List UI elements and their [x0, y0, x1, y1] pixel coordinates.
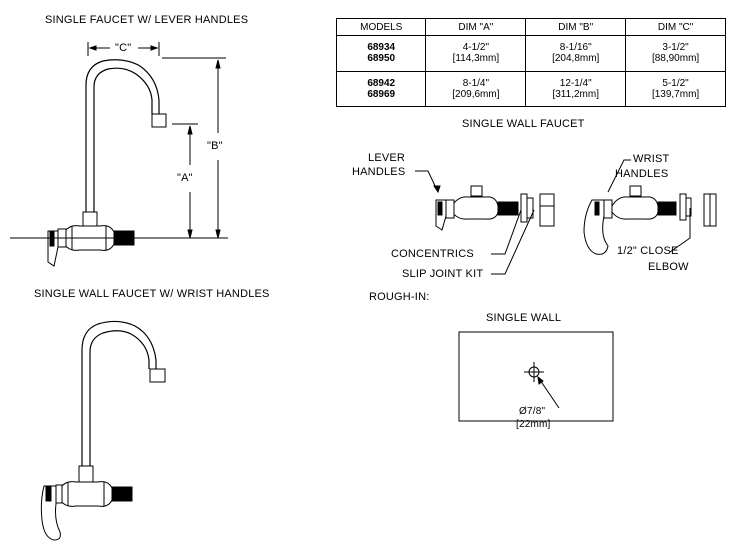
callout-concentrics: CONCENTRICS [391, 248, 474, 260]
header-models: MODELS [335, 18, 427, 36]
dim-inch: 5-1/2" [662, 77, 689, 89]
dim-inch: 8-1/4" [462, 77, 490, 89]
rough-in-drawing [458, 331, 614, 422]
wrist-faucet-drawing [40, 320, 166, 541]
title-lever-faucet: SINGLE FAUCET W/ LEVER HANDLES [45, 14, 249, 26]
dim-mm: [204,8mm] [552, 53, 600, 65]
dim-b-lines [162, 57, 226, 239]
cell-dim-a: 4-1/2"[114,3mm] [425, 35, 527, 72]
dim-inch: 12-1/4" [559, 77, 592, 89]
cell-dim-a: 8-1/4"[209,6mm] [425, 70, 527, 107]
header-dim-a: DIM "A" [425, 18, 527, 36]
header-dim-b: DIM "B" [525, 18, 627, 36]
dim-mm: [114,3mm] [452, 53, 500, 65]
model-number: 68969 [367, 88, 396, 100]
dim-a-label: "A" [177, 172, 193, 184]
cell-dim-c: 3-1/2"[88,90mm] [625, 35, 726, 72]
cell-dim-b: 12-1/4"[311,2mm] [525, 70, 627, 107]
model-number: 68934 [367, 42, 396, 54]
callout-lever-line2: HANDLES [352, 166, 406, 178]
cell-dim-c: 5-1/2"[139,7mm] [625, 70, 726, 107]
callout-elbow-line1: 1/2" CLOSE [617, 245, 679, 257]
title-single-wall: SINGLE WALL [486, 312, 562, 324]
dim-mm: [209,6mm] [452, 88, 500, 100]
dim-mm: [139,7mm] [651, 88, 700, 100]
dim-mm: [311,2mm] [552, 88, 599, 100]
title-rough-in: ROUGH-IN: [369, 291, 430, 303]
cell-dim-b: 8-1/16"[204,8mm] [525, 35, 627, 72]
rough-in-diameter: Ø7/8" [519, 406, 546, 417]
dim-inch: 4-1/2" [462, 42, 490, 54]
callout-wrist-line1: WRIST [633, 153, 670, 165]
callout-slip-joint: SLIP JOINT KIT [402, 268, 484, 280]
dim-mm: [88,90mm] [651, 53, 700, 65]
dim-a-lines [172, 123, 198, 239]
dim-inch: 3-1/2" [662, 42, 689, 54]
rough-in-mm: [22mm] [516, 419, 551, 430]
callout-lever-line1: LEVER [368, 152, 406, 164]
title-wrist-faucet: SINGLE WALL FAUCET W/ WRIST HANDLES [34, 288, 270, 300]
model-number: 68950 [367, 53, 396, 65]
table-header-row: MODELS DIM "A" DIM "B" DIM "C" [335, 18, 726, 36]
wall-faucet-lever-drawing [435, 185, 555, 231]
callout-wrist-line2: HANDLES [615, 168, 669, 180]
lever-faucet-drawing [10, 59, 228, 267]
wall-faucet-wrist-drawing [583, 185, 717, 255]
title-wall-faucet: SINGLE WALL FAUCET [462, 118, 585, 130]
dim-c-lines [87, 42, 160, 56]
callout-elbow-line2: ELBOW [648, 261, 689, 273]
dim-c-label: "C" [115, 42, 132, 54]
leader-lines [415, 159, 691, 275]
header-dim-c: DIM "C" [625, 18, 726, 36]
model-number: 68942 [367, 77, 396, 89]
dim-b-label: "B" [207, 140, 223, 152]
dim-inch: 8-1/16" [559, 42, 592, 54]
